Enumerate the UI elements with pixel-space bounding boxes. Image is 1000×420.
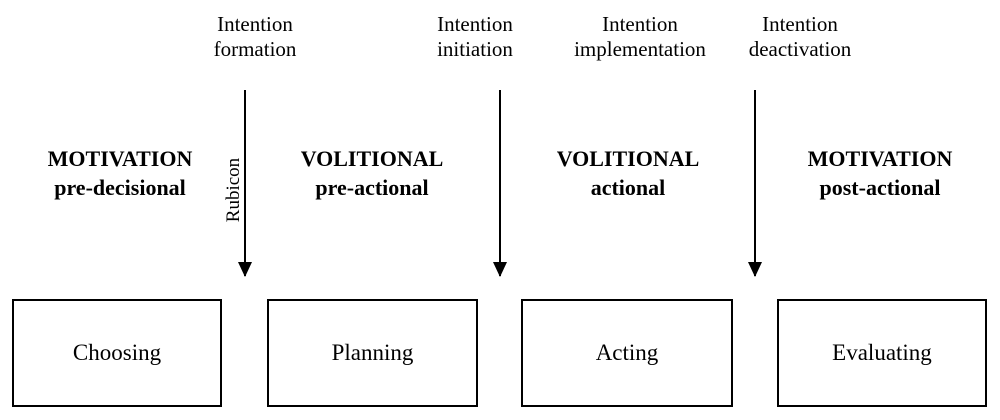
transition-label-line: initiation bbox=[437, 37, 513, 61]
arrow-formation bbox=[238, 90, 252, 277]
transition-label-formation: Intention formation bbox=[180, 12, 330, 62]
phase-subtitle: actional bbox=[590, 175, 666, 200]
transition-label-implementation: Intention implementation bbox=[540, 12, 740, 62]
phase-heading-volitional-actional: VOLITIONAL actional bbox=[518, 144, 738, 202]
transition-label-line: Intention bbox=[602, 12, 678, 36]
transition-label-initiation: Intention initiation bbox=[415, 12, 535, 62]
phase-subtitle: pre-actional bbox=[315, 175, 429, 200]
phase-title: MOTIVATION bbox=[47, 146, 193, 171]
transition-label-line: deactivation bbox=[748, 37, 852, 61]
phase-title: VOLITIONAL bbox=[556, 146, 700, 171]
phase-heading-motivation-predecisional: MOTIVATION pre-decisional bbox=[10, 144, 230, 202]
transition-label-line: implementation bbox=[574, 37, 706, 61]
arrow-initiation bbox=[493, 90, 507, 277]
transition-label-line: Intention bbox=[217, 12, 293, 36]
transition-label-deactivation: Intention deactivation bbox=[730, 12, 870, 62]
stage-box-planning: Planning bbox=[267, 299, 478, 407]
stage-box-choosing: Choosing bbox=[12, 299, 222, 407]
arrow-deactivation bbox=[748, 90, 762, 277]
stage-box-evaluating: Evaluating bbox=[777, 299, 987, 407]
transition-label-line: Intention bbox=[437, 12, 513, 36]
stage-box-acting: Acting bbox=[521, 299, 733, 407]
transition-label-line: Intention bbox=[762, 12, 838, 36]
phase-subtitle: post-actional bbox=[819, 175, 941, 200]
phase-heading-volitional-preactional: VOLITIONAL pre-actional bbox=[262, 144, 482, 202]
phase-subtitle: pre-decisional bbox=[54, 175, 186, 200]
phase-title: MOTIVATION bbox=[807, 146, 953, 171]
phase-title: VOLITIONAL bbox=[300, 146, 444, 171]
phase-heading-motivation-postactional: MOTIVATION post-actional bbox=[770, 144, 990, 202]
transition-label-line: formation bbox=[213, 37, 297, 61]
